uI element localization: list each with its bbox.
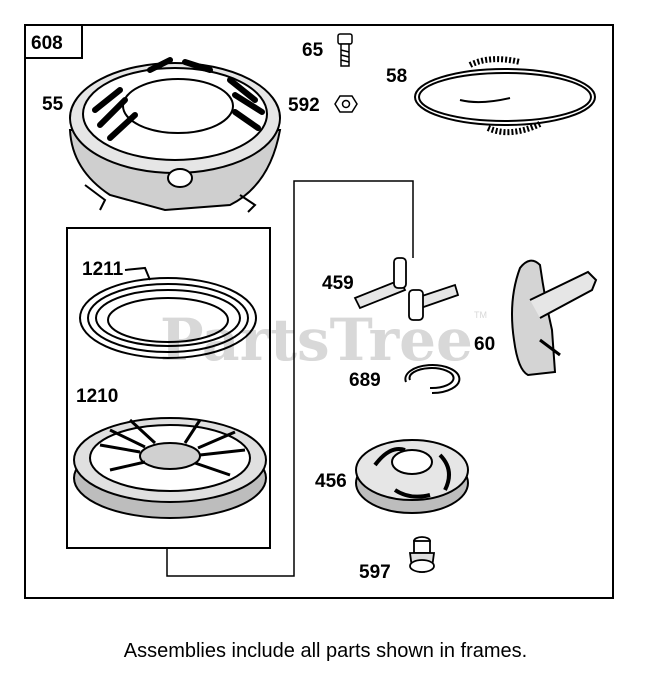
bolt-icon (337, 33, 353, 67)
part-label-456: 456 (315, 471, 347, 492)
watermark-tm: TM (474, 310, 487, 320)
part-label-65: 65 (302, 40, 324, 61)
connector-lines (166, 180, 414, 577)
blower-housing-icon (68, 57, 282, 213)
rewind-spring-icon (79, 266, 257, 359)
retaining-ring-icon (404, 364, 461, 395)
pulley-icon (73, 417, 267, 519)
rope-icon (414, 56, 596, 136)
watermark: PartsTree (160, 306, 473, 374)
part-label-1211: 1211 (82, 259, 124, 280)
nut-icon (334, 95, 358, 113)
pulley-assembly-frame (66, 227, 271, 549)
part-label-597: 597 (359, 562, 391, 583)
part-label-592: 592 (288, 95, 320, 116)
part-label-459: 459 (322, 273, 354, 294)
starter-handle-icon (511, 259, 598, 377)
assembly-number-box (24, 24, 83, 59)
part-label-1210: 1210 (76, 386, 118, 407)
parts-diagram: 608 PartsTree TM 55 65 592 58 (24, 24, 614, 599)
assembly-number: 608 (31, 33, 63, 54)
pawl-icon (353, 257, 460, 321)
part-label-58: 58 (386, 66, 407, 87)
part-label-60: 60 (474, 334, 495, 355)
part-label-689: 689 (349, 370, 381, 391)
screw-icon (408, 536, 436, 573)
outer-frame (24, 24, 614, 599)
part-label-55: 55 (42, 94, 64, 115)
starter-hub-icon (355, 439, 469, 514)
assemblies-caption: Assemblies include all parts shown in fr… (123, 640, 528, 662)
